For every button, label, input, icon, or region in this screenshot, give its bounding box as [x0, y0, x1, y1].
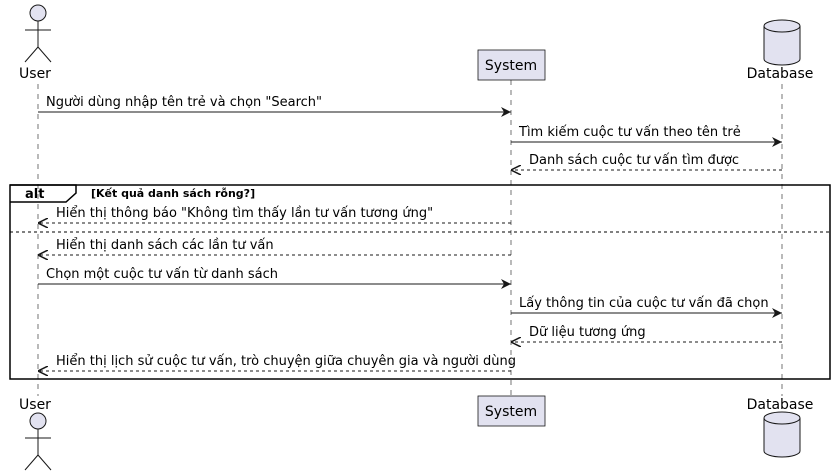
- message-label: Tìm kiếm cuộc tư vấn theo tên trẻ: [518, 125, 741, 140]
- message-label: Danh sách cuộc tư vấn tìm được: [529, 153, 739, 168]
- message-label: Người dùng nhập tên trẻ và chọn "Search": [46, 95, 322, 110]
- alt-keyword: alt: [25, 187, 44, 202]
- system-label-top: System: [485, 58, 537, 74]
- user-label-top: User: [19, 66, 51, 82]
- user-actor-top: [24, 4, 52, 63]
- alt-guard: [Kết quả danh sách rỗng?]: [91, 187, 255, 200]
- message-label: Chọn một cuộc tư vấn từ danh sách: [46, 267, 278, 282]
- database-icon-top: [763, 19, 801, 66]
- message-label: Lấy thông tin của cuộc tư vấn đã chọn: [519, 296, 769, 311]
- system-box-top: [477, 49, 546, 81]
- user-label-bottom: User: [19, 397, 51, 413]
- system-box-bottom: [477, 395, 546, 427]
- database-icon-bottom: [763, 411, 801, 458]
- message-label: Hiển thị lịch sử cuộc tư vấn, trò chuyện…: [56, 354, 516, 369]
- system-label-bottom: System: [485, 404, 537, 420]
- message-label: Dữ liệu tương ứng: [529, 325, 646, 340]
- database-label-top: Database: [747, 66, 814, 82]
- message-label: Hiển thị danh sách các lần tư vấn: [56, 238, 274, 253]
- database-label-bottom: Database: [747, 397, 814, 413]
- message-label: Hiển thị thông báo "Không tìm thấy lần t…: [56, 206, 433, 221]
- user-actor-bottom: [24, 412, 52, 471]
- messages-group: Người dùng nhập tên trẻ và chọn "Search"…: [38, 95, 782, 371]
- alt-fragment: alt [Kết quả danh sách rỗng?]: [9, 184, 831, 380]
